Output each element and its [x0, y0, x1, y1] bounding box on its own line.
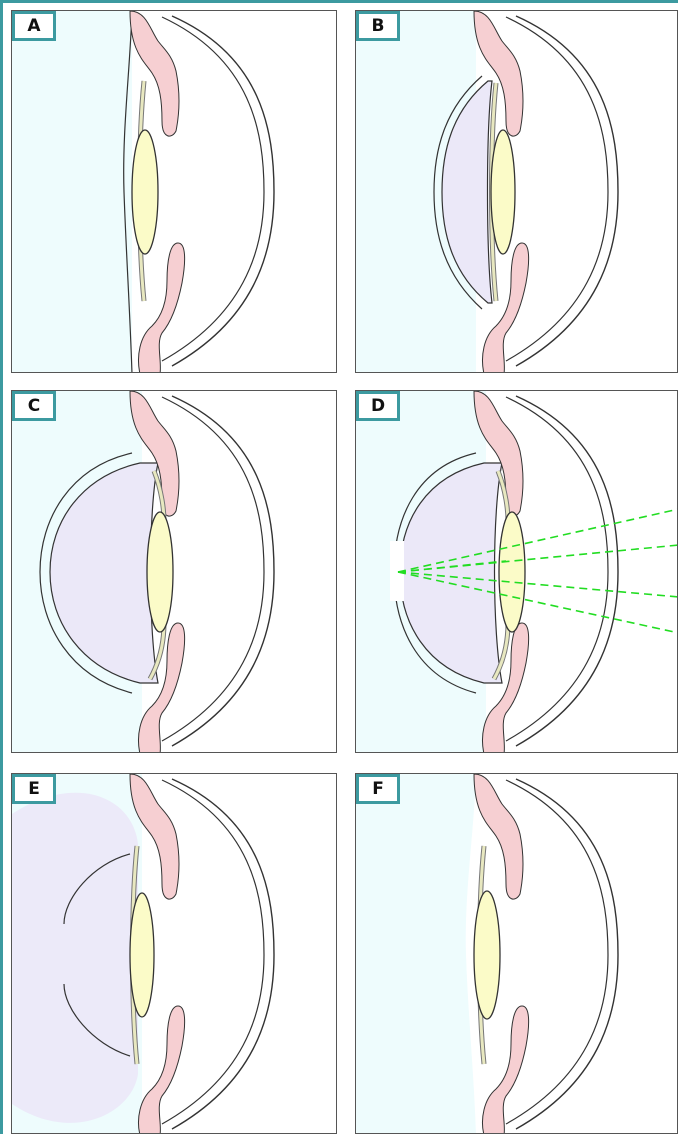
panel-e: E [11, 773, 337, 1134]
eye-diagram-b [356, 11, 678, 373]
eye-diagram-a [12, 11, 337, 373]
panel-d: D [355, 390, 678, 753]
panel-f: F [355, 773, 678, 1134]
eye-diagram-d [356, 391, 678, 753]
gas-cloud [12, 793, 138, 1123]
eye-diagram-c [12, 391, 337, 753]
tear-film-area [12, 11, 132, 373]
panel-label-d: D [356, 391, 400, 421]
upper-muscle [130, 11, 179, 136]
panel-label-e: E [12, 774, 56, 804]
eye-diagram-f [356, 774, 678, 1134]
panel-label-b: B [356, 11, 400, 41]
panel-b: B [355, 10, 678, 373]
panel-c: C [11, 390, 337, 753]
panel-label-a: A [12, 11, 56, 41]
lens [132, 130, 158, 254]
eye-diagram-e [12, 774, 337, 1134]
figure-frame-left [0, 0, 3, 1134]
panel-label-f: F [356, 774, 400, 804]
figure-frame-top [0, 0, 678, 3]
panel-label-c: C [12, 391, 56, 421]
panel-a: A [11, 10, 337, 373]
